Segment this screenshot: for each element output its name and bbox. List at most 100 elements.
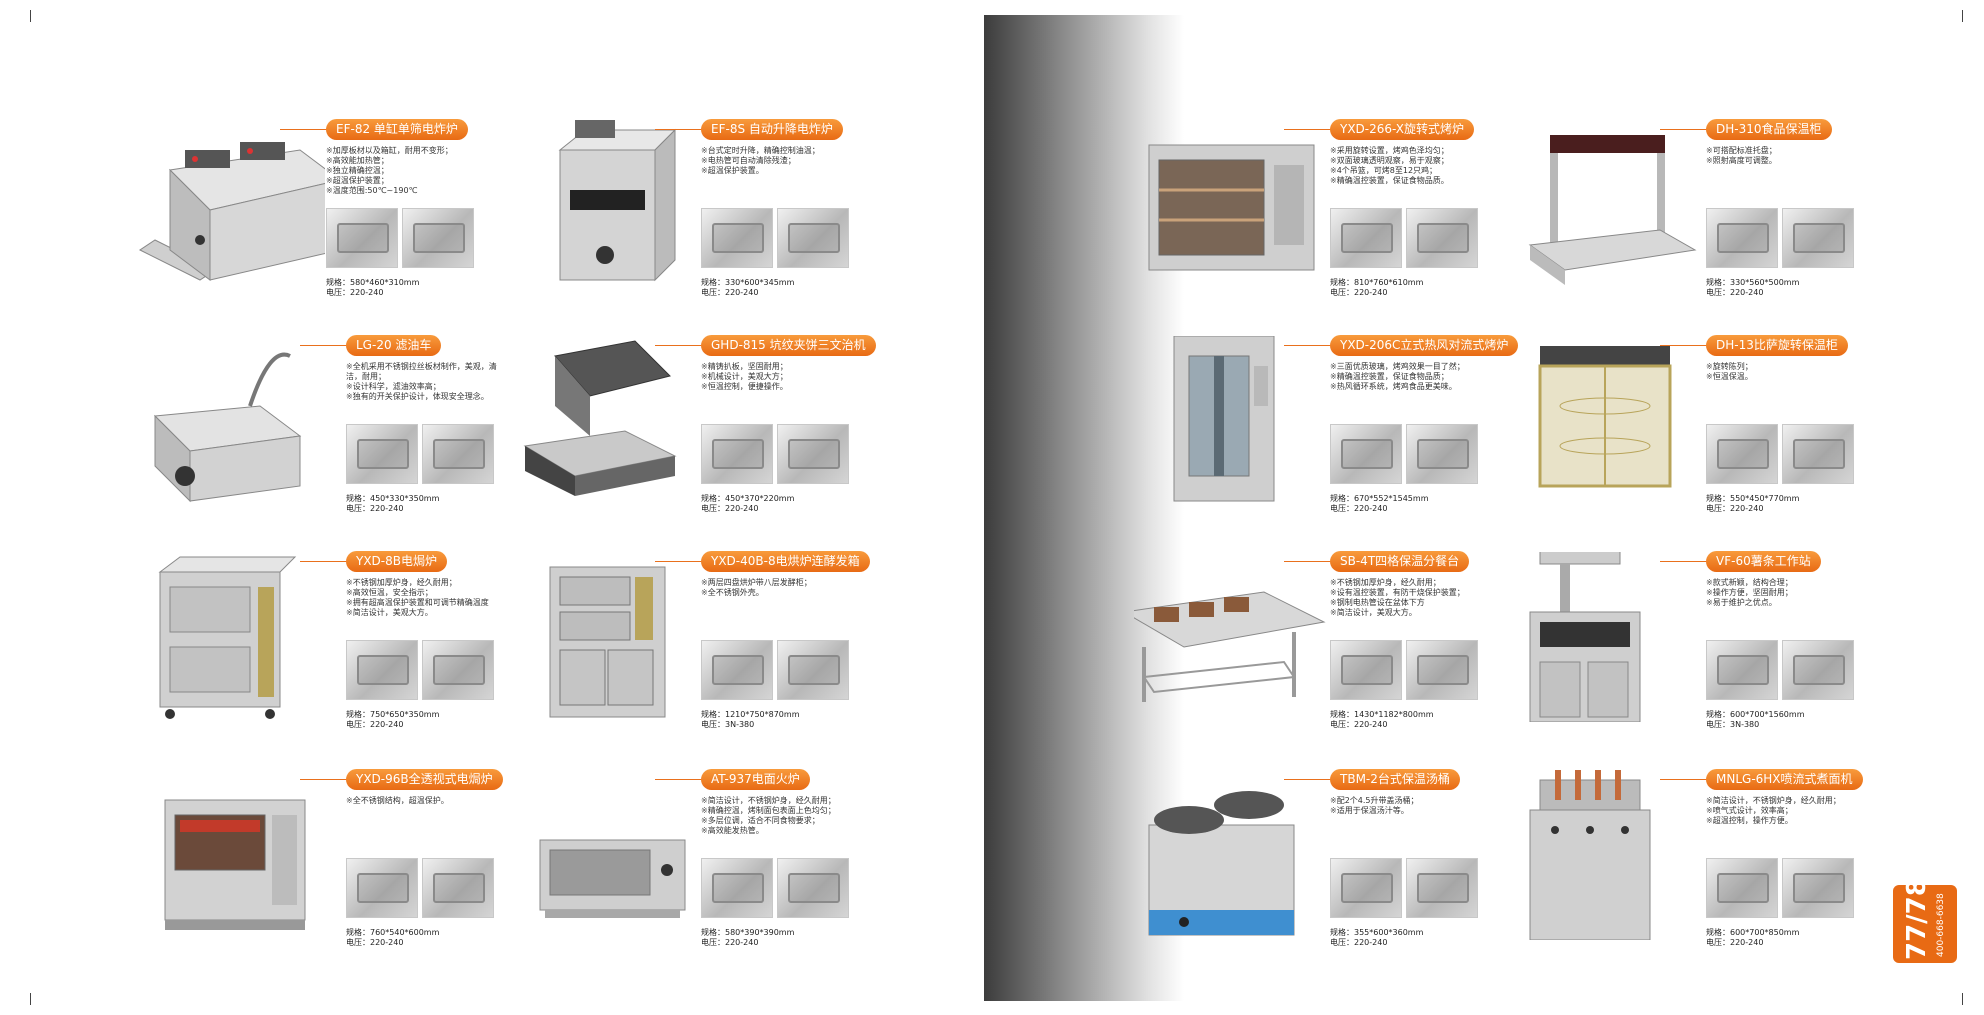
detail-thumbnails	[701, 640, 851, 704]
product-yxd96b: YXD-96B全透视式电焗炉 全不锈钢结构，超温保护。 规格：760*540*6…	[150, 750, 520, 950]
product-title: YXD-266-X旋转式烤炉	[1330, 119, 1474, 140]
title-leader-line	[655, 779, 705, 780]
product-dh13: DH-13比萨旋转保温柜 旋转陈列； 恒温保温。 规格：550*450*770m…	[1510, 316, 1880, 516]
detail-thumbnails	[346, 424, 496, 488]
food-warmer-image	[1528, 135, 1697, 285]
product-title: GHD-815 坑纹夹饼三文治机	[701, 335, 876, 356]
panini-grill-image	[523, 340, 677, 496]
spec-voltage: 电压：220-240	[1706, 504, 1764, 513]
detail-photo	[346, 858, 418, 918]
feature-item: 超温保护装置；	[326, 176, 486, 186]
title-leader-line	[1284, 779, 1334, 780]
detail-thumbnails	[701, 858, 851, 922]
bain-marie-image	[1134, 591, 1326, 702]
deep-fryer-image	[139, 142, 325, 281]
detail-thumbnails	[701, 208, 851, 272]
feature-list: 两层四盘烘炉带八层发酵柜； 全不锈钢外壳。	[701, 578, 861, 598]
feature-item: 拥有超高温保护装置和可调节精确温度	[346, 598, 506, 608]
feature-item: 款式新颖，结构合理；	[1706, 578, 1866, 588]
product-mnlg6hx: MNLG-6HX喷流式煮面机 简洁设计，不锈钢炉身，经久耐用； 喷气式设计，效率…	[1510, 750, 1880, 950]
soup-warmer-image	[1148, 791, 1295, 936]
detail-photo	[1782, 858, 1854, 918]
product-title: TBM-2台式保温汤桶	[1330, 769, 1460, 790]
spec-size: 规格：810*760*610mm	[1330, 278, 1424, 287]
feature-item: 设有温控装置，有防干烧保护装置；	[1330, 588, 1490, 598]
spec-size: 规格：550*450*770mm	[1706, 494, 1800, 503]
product-title: EF-8S 自动升降电炸炉	[701, 119, 843, 140]
spec-block: 规格：580*460*310mm 电压：220-240	[326, 278, 419, 298]
detail-thumbnails	[1706, 858, 1856, 922]
fries-station-image	[1529, 552, 1641, 722]
spec-block: 规格：810*760*610mm 电压：220-240	[1330, 278, 1423, 298]
detail-photo	[701, 424, 773, 484]
feature-list: 不锈钢加厚炉身，经久耐用； 高效恒温，安全指示； 拥有超高温保护装置和可调节精确…	[346, 578, 506, 618]
detail-thumbnails	[1330, 424, 1480, 488]
title-leader-line	[1284, 345, 1334, 346]
detail-photo	[1330, 208, 1402, 268]
feature-item: 操作方便，坚固耐用；	[1706, 588, 1866, 598]
product-title: MNLG-6HX喷流式煮面机	[1706, 769, 1863, 790]
spec-block: 规格：600*700*1560mm 电压：3N-380	[1706, 710, 1804, 730]
title-leader-line	[1660, 129, 1710, 130]
product-yxd40b: YXD-40B-8电烘炉连酵发箱 两层四盘烘炉带八层发酵柜； 全不锈钢外壳。 规…	[505, 532, 875, 732]
detail-photo	[777, 640, 849, 700]
title-leader-line	[280, 129, 330, 130]
detail-photo	[422, 858, 494, 918]
detail-photo	[1706, 208, 1778, 268]
spec-voltage: 电压：220-240	[346, 504, 404, 513]
spec-block: 规格：1430*1182*800mm 电压：220-240	[1330, 710, 1434, 730]
detail-photo	[1706, 640, 1778, 700]
product-ef82: EF-82 单缸单筛电炸炉 加厚板材以及箱缸，耐用不变形； 高效能加热管； 独立…	[130, 100, 500, 300]
spec-voltage: 电压：220-240	[1706, 938, 1764, 947]
product-at937: AT-937电面火炉 简洁设计，不锈钢炉身，经久耐用； 精确控温，烤制面包表面上…	[505, 750, 875, 950]
feature-item: 高效恒温，安全指示；	[346, 588, 506, 598]
detail-photo	[326, 208, 398, 268]
phone-number: 400-668-6638	[1936, 893, 1946, 957]
spec-block: 规格：355*600*360mm 电压：220-240	[1330, 928, 1423, 948]
detail-photo	[1330, 640, 1402, 700]
spec-voltage: 电压：220-240	[346, 720, 404, 729]
feature-item: 双面玻璃透明观察，易于观察；	[1330, 156, 1490, 166]
feature-item: 简洁设计，不锈钢炉身，经久耐用；	[1706, 796, 1866, 806]
title-leader-line	[1660, 345, 1710, 346]
crop-mark	[30, 993, 31, 1005]
detail-photo	[422, 424, 494, 484]
feature-item: 钢制电热管设在盆体下方	[1330, 598, 1490, 608]
spec-size: 规格：355*600*360mm	[1330, 928, 1424, 937]
salamander-image	[539, 839, 686, 918]
spec-size: 规格：600*700*850mm	[1706, 928, 1800, 937]
spec-block: 规格：330*600*345mm 电压：220-240	[701, 278, 794, 298]
detail-photo	[1406, 208, 1478, 268]
crop-mark	[30, 10, 31, 22]
spec-voltage: 电压：220-240	[701, 504, 759, 513]
product-title: EF-82 单缸单筛电炸炉	[326, 119, 468, 140]
feature-list: 不锈钢加厚炉身，经久耐用； 设有温控装置，有防干烧保护装置； 钢制电热管设在盆体…	[1330, 578, 1490, 618]
title-leader-line	[1284, 129, 1334, 130]
spec-size: 规格：1430*1182*800mm	[1330, 710, 1434, 719]
product-yxd266: YXD-266-X旋转式烤炉 采用旋转设置，烤鸡色泽均匀； 双面玻璃透明观察，易…	[1134, 100, 1504, 300]
spec-voltage: 电压：220-240	[701, 938, 759, 947]
detail-photo	[1406, 424, 1478, 484]
feature-item: 超温控制，操作方便。	[1706, 816, 1866, 826]
feature-item: 精确温控装置，保证食物品质；	[1330, 372, 1490, 382]
title-leader-line	[300, 779, 350, 780]
product-vf60: VF-60薯条工作站 款式新颖，结构合理； 操作方便，坚固耐用； 易于维护之优点…	[1510, 532, 1880, 732]
detail-photo	[422, 640, 494, 700]
detail-photo	[701, 858, 773, 918]
detail-photo	[777, 208, 849, 268]
detail-photo	[1782, 208, 1854, 268]
feature-item: 配2个4.5升带盖汤桶；	[1330, 796, 1490, 806]
detail-thumbnails	[326, 208, 476, 272]
title-leader-line	[655, 129, 705, 130]
product-title: YXD-40B-8电烘炉连酵发箱	[701, 551, 870, 572]
crop-mark	[1962, 10, 1963, 22]
pizza-display-warmer-image	[1538, 346, 1672, 488]
feature-item: 精确温控装置，保证食物品质。	[1330, 176, 1490, 186]
vertical-convection-oven-image	[1173, 336, 1275, 502]
feature-item: 全不锈钢外壳。	[701, 588, 861, 598]
title-leader-line	[300, 561, 350, 562]
detail-photo	[346, 640, 418, 700]
feature-item: 简洁设计，美观大方。	[1330, 608, 1490, 618]
spec-block: 规格：750*650*350mm 电压：220-240	[346, 710, 439, 730]
product-yxd206c: YXD-206C立式热风对流式烤炉 三面优质玻璃，烤鸡效果一目了然； 精确温控装…	[1134, 316, 1519, 516]
